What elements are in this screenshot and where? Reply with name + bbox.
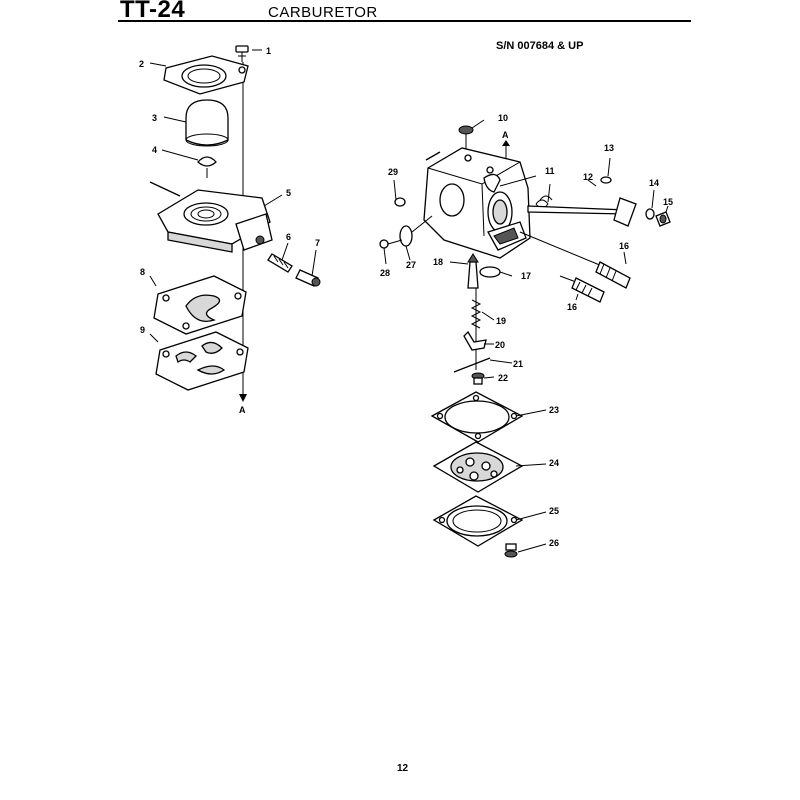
- part-4-check-valve: [197, 156, 217, 178]
- part-15-nut: [655, 211, 671, 227]
- callout-9: 9: [140, 325, 145, 335]
- callout-15: 15: [663, 197, 673, 207]
- callout-27: 27: [406, 260, 416, 270]
- callout-21: 21: [513, 359, 523, 369]
- callout-26: 26: [549, 538, 559, 548]
- callout-5: 5: [286, 188, 291, 198]
- callout-14: 14: [649, 178, 659, 188]
- carburetor-body: [423, 147, 531, 259]
- part-2-cover-plate: [163, 55, 249, 95]
- callout-19: 19: [496, 316, 506, 326]
- callout-13: 13: [604, 143, 614, 153]
- part-22-screw: [471, 372, 485, 385]
- callout-16-upper: 16: [619, 241, 629, 251]
- callout-20: 20: [495, 340, 505, 350]
- callout-18: 18: [433, 257, 443, 267]
- part-23-gasket: [430, 391, 524, 443]
- callout-2: 2: [139, 59, 144, 69]
- part-25-cover: [432, 495, 524, 547]
- callout-29: 29: [388, 167, 398, 177]
- part-13-clip: [600, 176, 612, 184]
- part-17-inlet-seat: [479, 266, 501, 278]
- part-12-throttle-shaft: [527, 197, 637, 227]
- callout-11: 11: [545, 166, 555, 176]
- part-19-spring: [470, 299, 482, 329]
- carburetor-assembly: [379, 119, 671, 558]
- part-3-primer-bulb: [185, 99, 229, 147]
- page-number: 12: [397, 763, 409, 774]
- callout-1: 1: [266, 46, 271, 56]
- callout-28: 28: [380, 268, 390, 278]
- part-26-screw: [504, 543, 518, 558]
- callout-8: 8: [140, 267, 145, 277]
- callout-6: 6: [286, 232, 291, 242]
- callout-24: 24: [549, 458, 559, 468]
- primer-assembly: [149, 45, 321, 402]
- callout-16-lower: 16: [567, 302, 577, 312]
- part-7-adjust-screw: [295, 269, 321, 287]
- part-21-pin: [453, 357, 491, 373]
- header-rule: [118, 20, 691, 22]
- callout-17: 17: [521, 271, 531, 281]
- model-number: TT-24: [120, 0, 186, 23]
- callout-10: 10: [498, 113, 508, 123]
- part-16-needle-upper: [519, 231, 631, 289]
- part-14-washer: [645, 208, 655, 220]
- reference-a-top: A: [502, 130, 509, 140]
- page-title: CARBURETOR: [268, 4, 378, 21]
- reference-a-arrow-left: [239, 380, 247, 402]
- part-18-inlet-needle: [467, 253, 479, 289]
- callout-3: 3: [152, 113, 157, 123]
- part-8-gasket: [153, 275, 247, 335]
- callout-22: 22: [498, 373, 508, 383]
- reference-a-bottom: A: [239, 405, 246, 415]
- part-20-lever: [463, 330, 487, 351]
- callout-23: 23: [549, 405, 559, 415]
- part-16-needle-lower: [559, 275, 605, 303]
- part-28-screw: [379, 239, 403, 249]
- part-29-clip: [394, 197, 406, 207]
- callout-12: 12: [583, 172, 593, 182]
- part-9-diaphragm: [155, 331, 249, 391]
- part-6-needle-spring: [267, 253, 293, 273]
- part-5-pump-body: [149, 181, 273, 253]
- part-24-diaphragm: [432, 441, 524, 493]
- callout-labels: 1 2 3 4 5 6 7 8 9 A 10 A 11 12 13 14 15 …: [139, 46, 673, 548]
- callout-4: 4: [152, 145, 157, 155]
- serial-number-note: S/N 007684 & UP: [496, 40, 584, 52]
- callout-7: 7: [315, 238, 320, 248]
- callout-25: 25: [549, 506, 559, 516]
- part-1-screw: [235, 45, 249, 62]
- part-10-cap: [458, 125, 474, 150]
